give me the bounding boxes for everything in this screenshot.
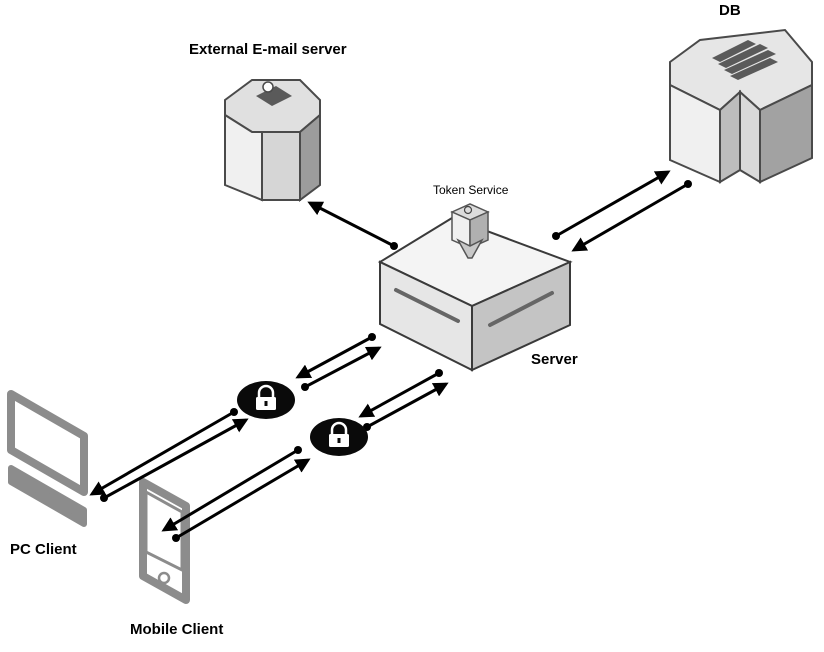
desktop-computer-icon <box>7 390 88 527</box>
connection-server-db <box>552 170 692 252</box>
connection-server-lock2 <box>358 369 449 431</box>
server-label: Server <box>531 351 578 368</box>
connection-server-lock1 <box>295 333 382 391</box>
mail-server-icon <box>224 79 321 202</box>
lock-icon <box>237 381 295 419</box>
mobile-phone-icon <box>139 478 190 604</box>
connection-lock2-mobile <box>161 446 311 542</box>
pc-client-label: PC Client <box>10 541 77 558</box>
mobile-client-label: Mobile Client <box>130 621 224 638</box>
token-service-label: Token Service <box>433 183 509 197</box>
database-icon <box>669 28 813 184</box>
email-server-label: External E-mail server <box>189 41 347 58</box>
key-tower-icon <box>450 203 490 259</box>
lock-icon <box>310 418 368 456</box>
connection-lock1-pc <box>89 408 249 502</box>
server-box-icon <box>377 216 573 372</box>
db-label: DB <box>719 2 741 19</box>
connection-server-email <box>307 201 398 250</box>
